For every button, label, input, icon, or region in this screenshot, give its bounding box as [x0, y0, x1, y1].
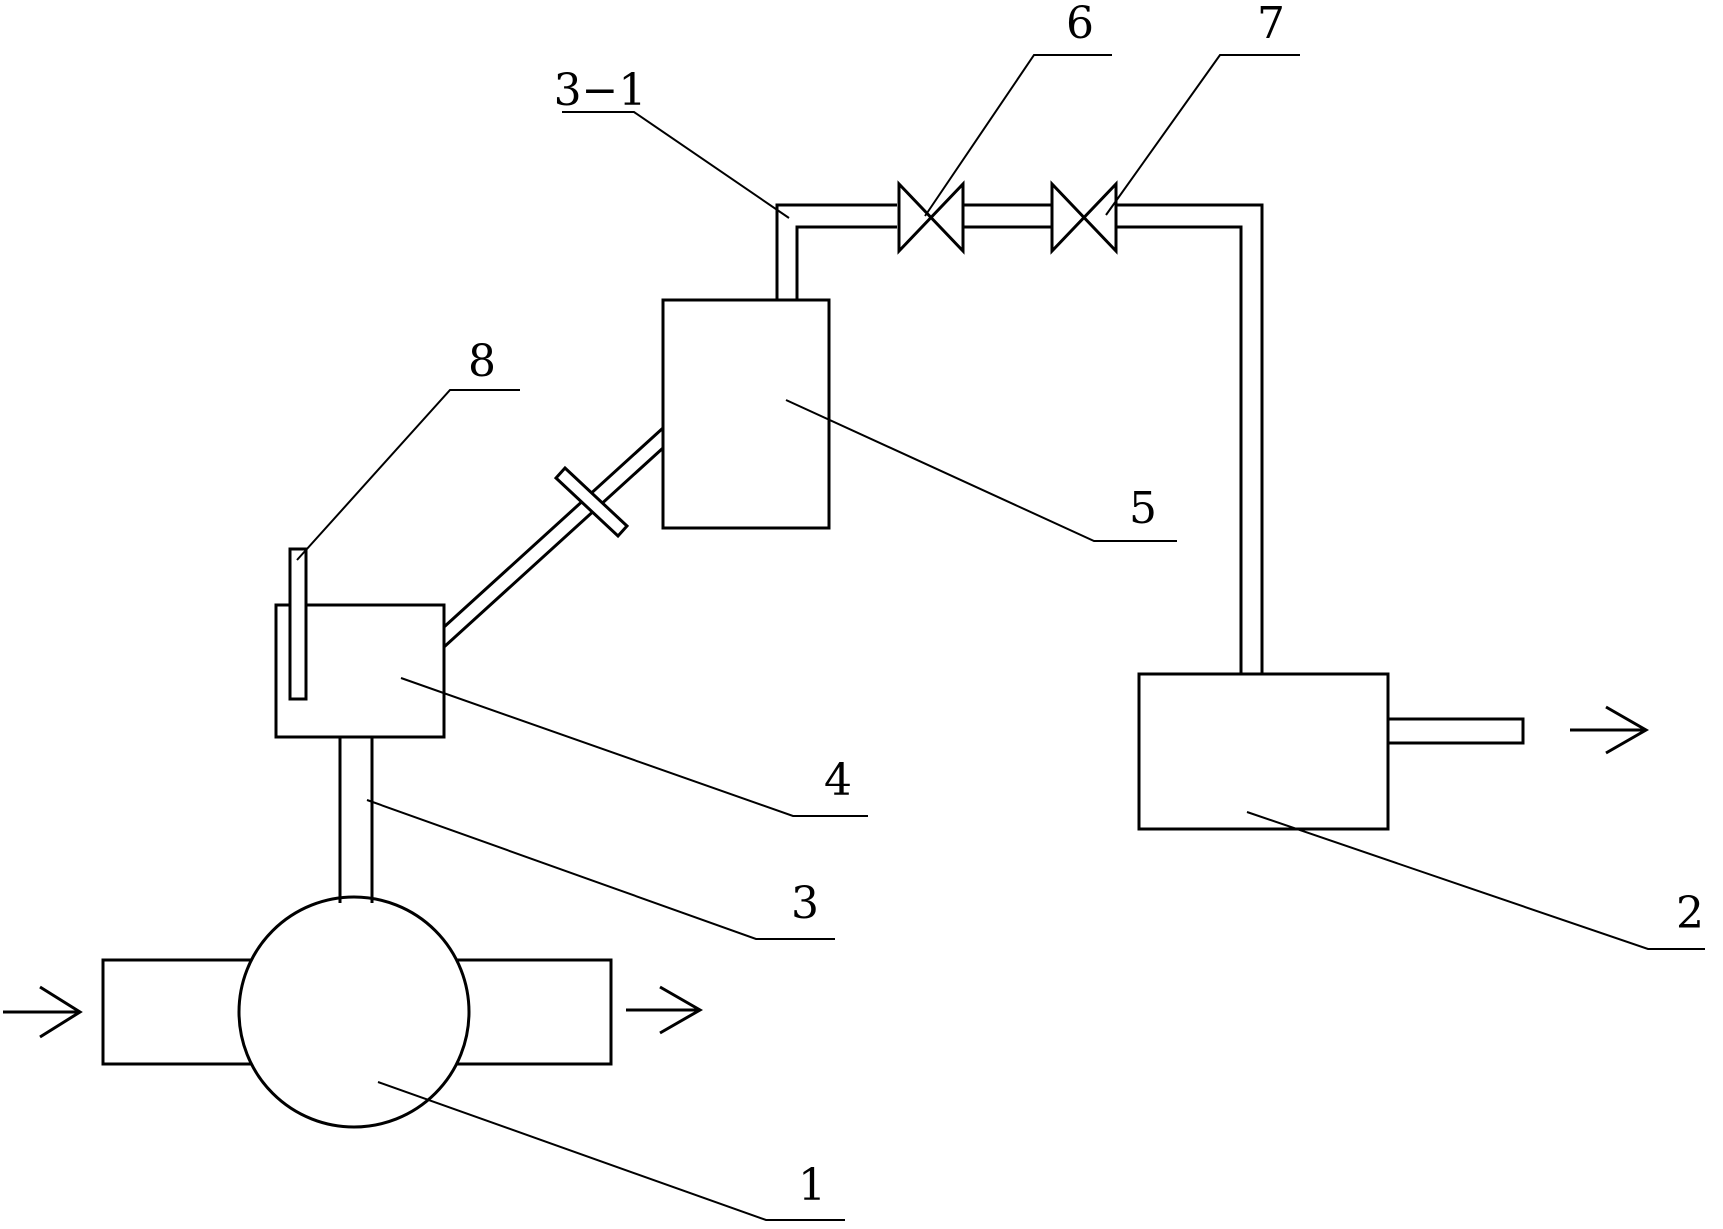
- label-3-1: 3−1: [554, 65, 647, 116]
- vertical-pipe-3: [338, 737, 374, 903]
- label-6: 6: [1066, 0, 1094, 49]
- label-3: 3: [791, 878, 819, 929]
- rod-8: [288, 547, 308, 701]
- label-2: 2: [1676, 888, 1704, 939]
- label-4: 4: [824, 755, 852, 806]
- label-1: 1: [798, 1160, 826, 1211]
- pipe-3-1: [775, 203, 1264, 674]
- leader-lines: [296, 54, 1705, 1221]
- circular-body: [237, 895, 471, 1129]
- box-5: [661, 298, 831, 530]
- outlet-arrow-2: [1570, 705, 1650, 755]
- valve-7: [1050, 180, 1118, 255]
- box-2: [1137, 672, 1525, 831]
- outlet-arrow: [626, 985, 704, 1035]
- label-8: 8: [468, 336, 496, 387]
- label-5: 5: [1129, 483, 1157, 534]
- valve-6: [897, 180, 965, 255]
- box-4: [274, 603, 446, 739]
- label-7: 7: [1257, 0, 1285, 49]
- diagonal-pipe: [442, 426, 665, 649]
- pipeline-body-1: [101, 895, 613, 1129]
- inlet-arrow: [3, 985, 83, 1039]
- flange: [553, 465, 630, 539]
